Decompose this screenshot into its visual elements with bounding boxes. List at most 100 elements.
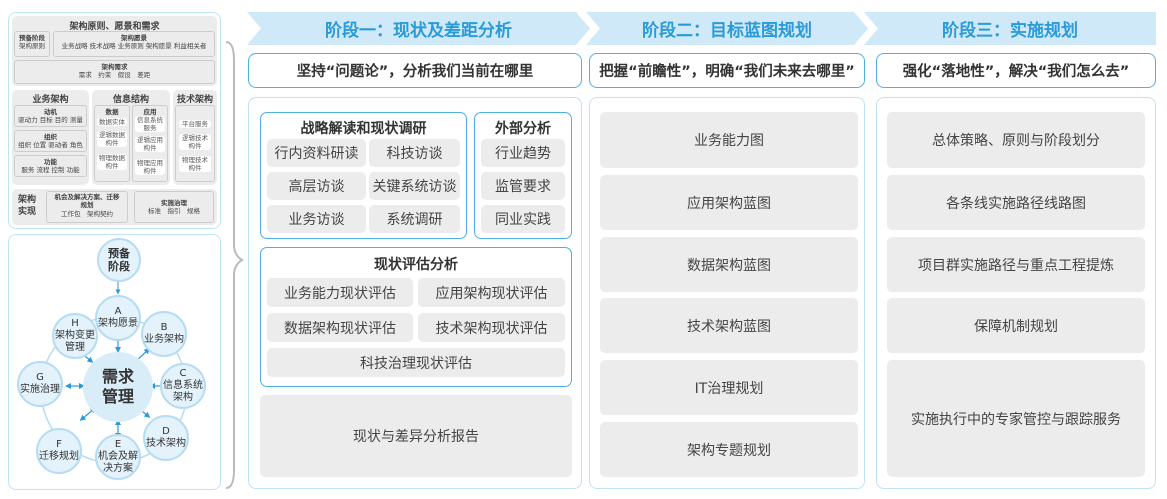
- group-items: 驱动力 目标 目的 测量: [18, 116, 83, 124]
- phase-letter: C: [179, 368, 187, 379]
- phase-label: 架构变更管理: [55, 330, 95, 353]
- external-box: 外部分析 行业趋势 监管要求 同业实践: [474, 112, 572, 239]
- info-title: 信息结构: [112, 95, 149, 105]
- stage-1-motto: 坚持“问题论”，分析我们当前在哪里: [248, 53, 582, 88]
- phase-letter: B: [160, 322, 168, 333]
- phase-label: 实施治理: [20, 384, 60, 395]
- app-item: 信息系统服务: [135, 116, 165, 132]
- impl-title: 架构实现: [17, 195, 36, 217]
- plan-item: 各条线实施路径线路图: [887, 175, 1145, 230]
- stage-2-motto: 把握“前瞻性”，明确“我们未来去哪里”: [589, 53, 865, 88]
- survey-item: 关键系统访谈: [369, 172, 460, 200]
- business-arch-section: 业务架构 动机驱动力 目标 目的 测量 组织组织 位置 驱动者 角色 功能服务 …: [12, 90, 89, 185]
- needs-items: 需求 约束 假设 差距: [78, 71, 151, 79]
- prep-phase-node: 预备阶段: [97, 238, 141, 282]
- tech-item: 平台服务: [179, 120, 211, 128]
- gov-items: 标准 指引 规格: [148, 207, 200, 215]
- architecture-content-panel: 架构原则、愿景和需求 预备阶段 架构原则 架构愿景 业务战略 技术战略 业务原则…: [8, 12, 221, 229]
- survey-item: 业务访谈: [267, 205, 366, 233]
- biz-title: 业务架构: [32, 95, 69, 105]
- group-title: 动机: [44, 108, 57, 116]
- phase-letter: G: [36, 372, 44, 383]
- phase-letter: H: [71, 318, 79, 329]
- prep-title: 预备阶段: [19, 34, 45, 42]
- phase-label: 信息系统架构: [163, 380, 203, 403]
- group-items: 服务 流程 控制 功能: [21, 166, 80, 174]
- phase-letter: E: [114, 439, 122, 450]
- gov-title: 实施治理: [161, 199, 187, 207]
- tech-item: 物理技术构件: [179, 156, 211, 172]
- implementation-section: 架构实现 机会及解决方案、迁移规划 工作包 架构契约 实施治理 标准 指引 规格: [12, 189, 217, 225]
- tech-arch-section: 技术架构 平台服务 逻辑技术构件 物理技术构件: [173, 90, 217, 185]
- vision-items: 业务战略 技术战略 业务原则 架构愿景 利益相关者: [61, 42, 207, 50]
- group-items: 组织 位置 驱动者 角色: [18, 141, 83, 149]
- stage-2-header: 阶段二：目标蓝图规划: [586, 12, 868, 45]
- survey-item: 高层访谈: [267, 172, 366, 200]
- principles-title: 架构原则、愿景和需求: [69, 22, 160, 32]
- app-title: 应用: [143, 108, 157, 116]
- assess-item: 业务能力现状评估: [267, 278, 413, 307]
- survey-item: 行内资料研读: [267, 139, 366, 167]
- prep-items: 架构原则: [19, 42, 45, 50]
- survey-title: 战略解读和现状调研: [300, 121, 427, 137]
- data-item: 逻辑数据构件: [97, 131, 127, 147]
- phase-letter: D: [162, 426, 170, 437]
- phase-label: 架构愿景: [98, 318, 138, 329]
- plan-item: 实施执行中的专家管控与跟踪服务: [887, 360, 1145, 477]
- blueprint-item: 数据架构蓝图: [600, 237, 858, 292]
- data-title: 数据: [105, 108, 119, 116]
- requirements-management-node: 需求管理: [83, 352, 153, 422]
- assess-item: 应用架构现状评估: [418, 278, 565, 307]
- data-item: 物理数据构件: [97, 154, 127, 170]
- external-item: 行业趋势: [481, 139, 565, 167]
- survey-box: 战略解读和现状调研 行内资料研读 科技访谈 高层访谈 关键系统访谈 业务访谈 系…: [260, 112, 467, 239]
- phase-label: 业务架构: [144, 334, 184, 345]
- stage-3-header: 阶段三：实施规划: [864, 12, 1156, 45]
- gap-report: 现状与差异分析报告: [260, 395, 572, 477]
- phase-label: 技术架构: [146, 438, 186, 449]
- external-title: 外部分析: [495, 121, 551, 137]
- external-item: 同业实践: [481, 205, 565, 233]
- vision-title: 架构愿景: [121, 34, 147, 42]
- opp-title: 机会及解决方案、迁移规划: [54, 193, 120, 209]
- blueprint-item: 技术架构蓝图: [600, 298, 858, 353]
- tech-title: 技术架构: [176, 95, 213, 105]
- data-item: 数据实体: [97, 118, 127, 126]
- group-title: 组织: [44, 133, 57, 141]
- center-label: 需求管理: [101, 367, 134, 406]
- assessment-box: 现状评估分析 业务能力现状评估 应用架构现状评估 数据架构现状评估 技术架构现状…: [260, 247, 572, 387]
- assess-item: 技术架构现状评估: [418, 313, 565, 342]
- info-arch-section: 信息结构 数据 数据实体 逻辑数据构件 物理数据构件 应用 信息系统服务 逻辑应…: [92, 90, 170, 185]
- prep-label: 预备阶段: [108, 247, 130, 273]
- assess-item: 科技治理现状评估: [267, 348, 565, 377]
- assess-title: 现状评估分析: [374, 257, 458, 273]
- needs-title: 架构需求: [101, 63, 128, 71]
- external-item: 监管要求: [481, 172, 565, 200]
- principles-section: 架构原则、愿景和需求 预备阶段 架构原则 架构愿景 业务战略 技术战略 业务原则…: [12, 16, 217, 86]
- plan-item: 项目群实施路径与重点工程提炼: [887, 237, 1145, 292]
- opp-items: 工作包 架构契约: [61, 210, 113, 218]
- survey-item: 科技访谈: [369, 139, 460, 167]
- app-item: 物理应用构件: [135, 159, 165, 175]
- survey-item: 系统调研: [369, 205, 460, 233]
- blueprint-item: 业务能力图: [600, 112, 858, 168]
- stage-1-header: 阶段一：现状及差距分析: [247, 12, 590, 45]
- stage-3-motto: 强化“落地性”，解决“我们怎么去”: [876, 53, 1156, 88]
- phase-letter: A: [114, 306, 122, 317]
- blueprint-item: IT治理规划: [600, 360, 858, 415]
- blueprint-item: 架构专题规划: [600, 422, 858, 477]
- tech-item: 逻辑技术构件: [179, 134, 211, 150]
- group-title: 功能: [44, 158, 57, 166]
- phase-letter: F: [56, 439, 62, 450]
- plan-item: 保障机制规划: [887, 298, 1145, 353]
- plan-item: 总体策略、原则与阶段划分: [887, 112, 1145, 168]
- phase-label: 迁移规划: [39, 451, 79, 462]
